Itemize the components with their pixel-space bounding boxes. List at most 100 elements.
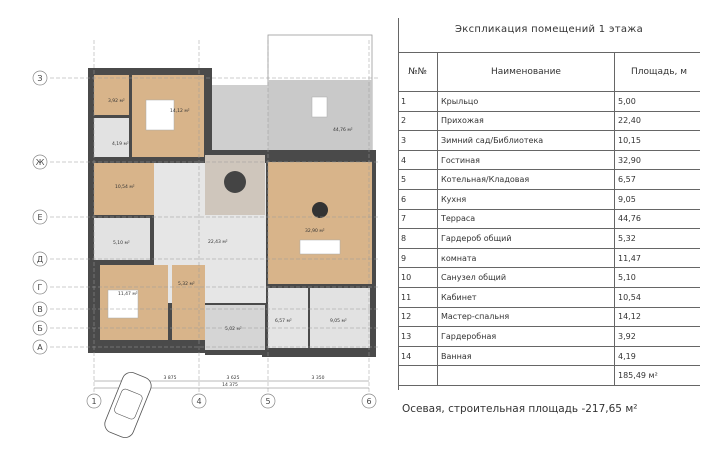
dining-table-icon <box>299 239 341 255</box>
row-axis-label: З <box>37 74 42 83</box>
cell-name: Гостиная <box>437 149 615 171</box>
cell-area: 44,76 <box>614 208 700 230</box>
column-axis-label: 1 <box>91 397 96 406</box>
cell-area: 10,15 <box>614 130 700 151</box>
cell-area: 5,32 <box>614 228 700 249</box>
cell-name: Гардеробная <box>437 326 615 347</box>
dimension-label: 3 350 <box>312 375 325 381</box>
total-row: 185,49 м² <box>398 365 700 386</box>
cell-area: 5,00 <box>614 91 700 112</box>
room-area-label: 5,32 м² <box>178 281 195 287</box>
cell-area: 4,19 <box>614 345 700 367</box>
cell-area: 10,54 <box>614 286 700 308</box>
room-porch <box>205 305 265 350</box>
cell-name: Крыльцо <box>437 91 615 112</box>
row-axis-label: А <box>37 343 43 352</box>
dimension-label: 3 875 <box>164 375 177 381</box>
room-area-label: 11,47 м² <box>118 291 138 297</box>
room-bath <box>94 118 129 157</box>
cell-num: 6 <box>398 188 438 210</box>
cell-num: 5 <box>398 169 438 190</box>
cell-area: 11,47 <box>614 247 700 269</box>
total-area: 185,49 м² <box>614 365 700 386</box>
room-living <box>268 162 372 284</box>
room-wardrobe-common <box>172 265 205 340</box>
cell-area: 22,40 <box>614 110 700 132</box>
cell-area: 32,90 <box>614 149 700 171</box>
column-axis-label: 4 <box>196 397 201 406</box>
header-num: №№ <box>398 52 438 92</box>
row-axis-label: Е <box>37 213 42 222</box>
terrace-floor <box>268 80 372 160</box>
room-area-label: 22,43 м² <box>208 239 228 245</box>
cell-num: 14 <box>398 345 438 367</box>
cell-name: Ванная <box>437 345 615 367</box>
column-axis-label: 6 <box>366 397 371 406</box>
dimension-label: 14 375 <box>222 382 238 388</box>
cell-num: 9 <box>398 247 438 269</box>
cell-num: 13 <box>398 326 438 347</box>
cell-area: 5,10 <box>614 267 700 288</box>
column-axis-label: 5 <box>265 397 270 406</box>
row-axis-label: Г <box>38 283 43 292</box>
cell-name: комната <box>437 247 615 269</box>
dimension-label: 3 625 <box>227 375 240 381</box>
table-title: Экспликация помещений 1 этажа <box>454 24 644 35</box>
cell-num: 10 <box>398 267 438 288</box>
table-icon <box>311 96 328 118</box>
porch-area <box>210 85 268 150</box>
row-axis-label: Ж <box>36 158 45 167</box>
plant-icon <box>312 202 328 218</box>
cell-name: Терраса <box>437 208 615 230</box>
cell-num: 12 <box>398 306 438 328</box>
room-area-label: 5,10 м² <box>113 240 130 246</box>
bed-icon <box>145 99 175 131</box>
room-area-label: 6,57 м² <box>275 318 292 324</box>
cell-empty <box>437 365 615 386</box>
cell-empty <box>398 365 438 386</box>
cell-num: 8 <box>398 228 438 249</box>
table-header-row: №№ Наименование Площадь, м <box>398 52 700 92</box>
room-kitchen <box>310 288 370 348</box>
cell-name: Кабинет <box>437 286 615 308</box>
cell-name: Кухня <box>437 188 615 210</box>
cell-name: Котельная/Кладовая <box>437 169 615 190</box>
room-area-label: 32,90 м² <box>305 228 325 234</box>
row-axis-label: Д <box>37 255 43 264</box>
cell-num: 4 <box>398 149 438 171</box>
room-area-label: 9,05 м² <box>330 318 347 324</box>
cell-num: 7 <box>398 208 438 230</box>
header-name: Наименование <box>437 52 615 92</box>
cell-name: Прихожая <box>437 110 615 132</box>
header-area: Площадь, м <box>614 52 700 92</box>
building-area-note: Осевая, строительная площадь -217,65 м² <box>402 403 638 415</box>
cell-name: Санузел общий <box>437 267 615 288</box>
cell-num: 2 <box>398 110 438 132</box>
room-area-label: 10,54 м² <box>115 184 135 190</box>
row-axis-label: Б <box>37 324 43 333</box>
room-area-label: 44,76 м² <box>333 127 353 133</box>
cell-area: 6,57 <box>614 169 700 190</box>
cell-name: Мастер-спальня <box>437 306 615 328</box>
car-icon <box>104 372 152 438</box>
room-wardrobe <box>94 75 129 115</box>
room-area-label: 14,12 м² <box>170 108 190 114</box>
cell-area: 14,12 <box>614 306 700 328</box>
room-boiler <box>268 288 308 348</box>
room-area-label: 5,02 м² <box>225 326 242 332</box>
